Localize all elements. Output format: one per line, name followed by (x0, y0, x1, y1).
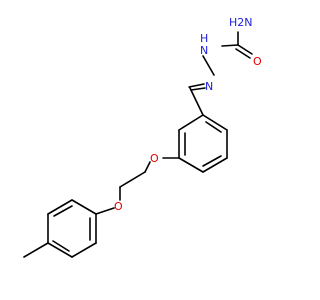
ring2-inner-1 (205, 121, 222, 133)
ring2-inner-2 (202, 155, 222, 167)
molecule-canvas: H2N O H N N O O (23, 16, 262, 258)
bond-nh-n (202, 55, 215, 76)
ring2-bond-6 (178, 114, 204, 131)
atom-label-o-ether-1: O (150, 152, 159, 165)
ring1-bond-6 (71, 199, 97, 215)
atom-label-n: N (205, 80, 213, 93)
bond-c-o-double-2 (235, 48, 251, 59)
bond-o-ring (95, 207, 115, 215)
ring1-inner-3 (53, 205, 73, 217)
bond-ch-ring (189, 87, 204, 116)
bond-c-nh (221, 44, 239, 47)
ring1-bond-2 (71, 242, 97, 258)
ring2-bond-3 (202, 157, 228, 173)
atom-label-nh: N (200, 44, 208, 57)
atom-label-o-ether-2: O (114, 200, 123, 213)
structure-diagram: H2N O H N N O O (23, 16, 262, 258)
ring1-inner-2 (52, 240, 70, 252)
ring1-bond-3 (47, 242, 73, 258)
bond-o-ch2 (144, 161, 151, 173)
atom-label-o-carbonyl: O (253, 55, 262, 68)
bond-n-ch-double-1 (190, 87, 206, 91)
ring2-bond-4 (178, 157, 204, 173)
bond-n-ch-double-2 (188, 83, 205, 88)
atom-label-nh2: H2N (229, 16, 253, 29)
bond-methyl (23, 242, 49, 258)
atom-label-h: H (200, 32, 208, 45)
bond-ch2-ch2 (119, 171, 146, 188)
ring1-bond-5 (47, 199, 73, 215)
bond-c-o-double-1 (237, 44, 253, 55)
ring2-bond-1 (202, 114, 228, 131)
